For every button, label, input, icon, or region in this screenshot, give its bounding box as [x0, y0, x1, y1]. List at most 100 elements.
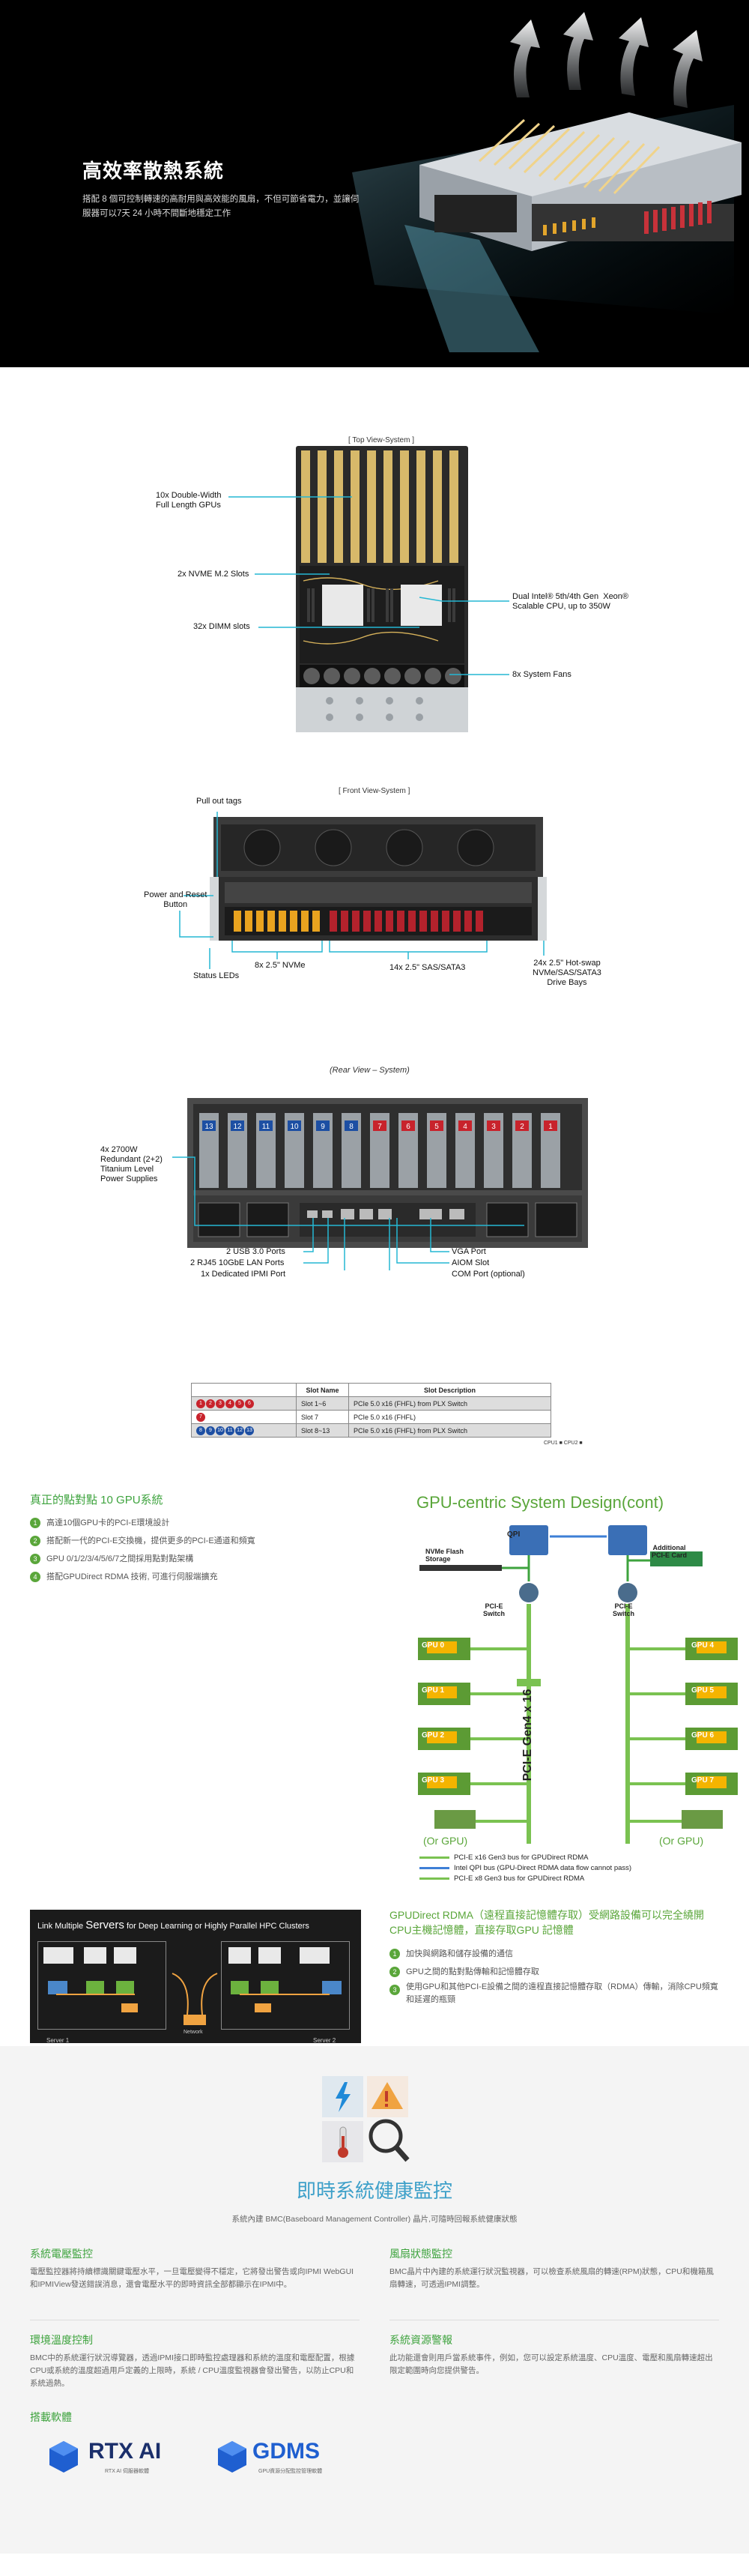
gpu-label: GPU 6: [691, 1731, 715, 1740]
rtx-ai-text: RTX AI: [88, 2439, 162, 2464]
slot-badge: [515, 1120, 529, 1131]
cluster-links: [43, 1947, 342, 2025]
health-item: 系統資源警報 此功能還會則用戶當系統事件，例如，您可以設定系統溫度、CPU溫度、…: [389, 2320, 719, 2377]
gpu-label: GPU 7: [691, 1776, 715, 1785]
vga-callout: VGA Port: [452, 1247, 486, 1256]
slot-badge: [430, 1120, 443, 1131]
cluster-title-prefix: Link Multiple: [37, 1922, 86, 1931]
power-reset-callout: Power and Reset Button: [144, 890, 207, 909]
feature-text: 使用GPU和其他PCI-E設備之間的遠程直接記憶體存取（RDMA）傳輸，消除CP…: [406, 1982, 718, 2004]
slot-badge: [202, 1120, 216, 1131]
slot-desc: PCIe 5.0 x16 (FHFL): [348, 1410, 551, 1424]
feature-text: 搭配新一代的PCI-E交換機，提供更多的PCI-E通道和頻寬: [46, 1536, 255, 1545]
slot-badge: [544, 1120, 557, 1131]
slot-name: Slot 1~6: [296, 1396, 349, 1411]
list-item: 3 使用GPU和其他PCI-E設備之間的遠程直接記憶體存取（RDMA）傳輸，消除C…: [389, 1981, 719, 2006]
nvme-storage-label: NVMe Flash Storage: [425, 1548, 464, 1563]
fans-callout: 8x System Fans: [512, 670, 571, 679]
front-view-diagram: [179, 812, 547, 969]
health-item-head: 系統資源警報: [389, 2334, 452, 2346]
slot-name: Slot 7: [296, 1410, 349, 1424]
gpu-label: GPU 4: [691, 1641, 715, 1650]
status-leds-callout: Status LEDs: [193, 971, 240, 980]
cluster-title: Link Multiple Servers for Deep Learning …: [37, 1919, 309, 1931]
slot-number: 12: [233, 1123, 242, 1131]
slot-number: 11: [262, 1123, 270, 1131]
health-item-text: BMC中的系統運行狀況導覽器，透過IPMI接口即時監控處理器和系統的溫度和電壓配…: [30, 2353, 355, 2388]
or-gpu-right-label: (Or GPU): [659, 1835, 704, 1847]
or-gpu-left-label: (Or GPU): [423, 1835, 468, 1847]
slot-badge: [316, 1120, 330, 1131]
usb-callout: 2 USB 3.0 Ports: [226, 1247, 285, 1256]
health-title: 即時系統健康監控: [296, 2180, 452, 2202]
hero-section: 高效率散熱系統 搭配 8 個可控制轉速的高耐用與高效能的風扇，不但可節省電力，並…: [0, 0, 749, 367]
server2-label: Server 2: [313, 2037, 336, 2044]
software-title: 搭載軟體: [30, 2411, 72, 2423]
cluster-diagram: Link Multiple Servers for Deep Learning …: [30, 1910, 361, 2044]
legend-item: Intel QPI bus (GPU-Direct RDMA data flow…: [419, 1863, 631, 1874]
diagram-legend: PCI-E x16 Gen3 bus for GPUDirect RDMA In…: [419, 1853, 631, 1884]
gpu-label: GPU 2: [422, 1731, 445, 1740]
slot-number: 6: [406, 1123, 410, 1131]
list-item: 4 搭配GPUDirect RDMA 技術, 可進行伺服端擴充: [30, 1568, 330, 1586]
pcie-switch-right-label: PCI-E Switch: [613, 1602, 635, 1617]
slot-number: 3: [491, 1123, 496, 1131]
gpu-centric-title: GPU-centric System Design(cont): [416, 1493, 664, 1512]
feature-text: 搭配GPUDirect RDMA 技術, 可進行伺服端擴充: [46, 1572, 218, 1581]
slot-number: 4: [463, 1123, 467, 1131]
hero-title: 高效率散熱系統: [82, 160, 225, 182]
magnifier-icon: [369, 2119, 403, 2153]
legend-text: PCI-E x8 Gen3 bus for GPUDirect RDMA: [454, 1874, 585, 1883]
health-item-head: 風扇狀態監控: [389, 2248, 452, 2260]
slot-name: Slot 8~13: [296, 1423, 349, 1438]
cpu-legend: CPU1 ■ CPU2 ■: [544, 1441, 583, 1446]
gpu-label: GPU 3: [422, 1776, 445, 1785]
hero-server-illustration: [352, 12, 742, 352]
cube-icon: [49, 2441, 78, 2473]
feature-text: GPU之間的點對點傳輸和記憶體存取: [406, 1967, 539, 1976]
number-badge: 1: [389, 1949, 400, 1959]
slot-table-header-badges: [191, 1383, 297, 1397]
pcie-bus-label: PCI-E Gen4 x 16: [521, 1689, 534, 1782]
health-subtitle: 系統內建 BMC(Baseboard Management Controller…: [231, 2215, 518, 2224]
slot-number: 13: [204, 1123, 213, 1131]
number-badge: 3: [389, 1985, 400, 1995]
slot-badge: [288, 1120, 301, 1131]
psu-callout: 4x 2700W Redundant (2+2) Titanium Level …: [100, 1145, 163, 1183]
slot-number: 9: [321, 1123, 325, 1131]
pcie-switch-left-label: PCI-E Switch: [483, 1602, 506, 1617]
gpu-label: GPU 5: [691, 1686, 715, 1695]
number-badge: 2: [30, 1536, 40, 1546]
gdms-logo: GDMS GPU資源分配監控管理軟體: [213, 2436, 378, 2481]
health-item: 系統電壓監控 電壓監控器將持續標識關鍵電壓水平，一旦電壓變得不穩定，它將發出警告…: [30, 2246, 360, 2291]
slot-badge: [231, 1120, 244, 1131]
number-badge: 1: [30, 1518, 40, 1528]
health-item-text: BMC晶片中內建的系統運行狀況監視器，可以檢查系統風扇的轉速(RPM)狀態，CP…: [389, 2267, 714, 2289]
top-view-caption: [ Top View-System ]: [348, 436, 414, 444]
slot-number: 1: [548, 1123, 553, 1131]
health-item: 風扇狀態監控 BMC晶片中內建的系統運行狀況監視器，可以檢查系統風扇的轉速(RP…: [389, 2246, 719, 2291]
gpu-label: GPU 0: [422, 1641, 445, 1650]
gpu-callout: 10x Double-Width Full Length GPUs: [156, 491, 222, 510]
rear-view-caption: (Rear View – System): [330, 1066, 410, 1075]
ipmi-callout: 1x Dedicated IPMI Port: [201, 1270, 286, 1279]
slot-badge: [259, 1120, 273, 1131]
slot-table-header-desc: Slot Description: [348, 1383, 551, 1397]
slot-number: 10: [290, 1123, 299, 1131]
gdms-text: GDMS: [252, 2439, 320, 2464]
slot-number: 8: [349, 1123, 354, 1131]
slot-desc: PCIe 5.0 x16 (FHFL) from PLX Switch: [348, 1396, 551, 1411]
number-badge: 4: [30, 1572, 40, 1582]
top-view-diagram: [228, 446, 509, 732]
additional-card-label: Additional PCI-E Card: [652, 1544, 688, 1559]
slot-desc: PCIe 5.0 x16 (FHFL) from PLX Switch: [348, 1423, 551, 1438]
gdms-subtitle: GPU資源分配監控管理軟體: [258, 2469, 323, 2474]
rdma-title: GPUDirect RDMA（遠程直接記憶體存取）受網路設備可以完全繞開CPU主…: [389, 1909, 705, 1936]
gpu-label: GPU 1: [422, 1686, 445, 1695]
